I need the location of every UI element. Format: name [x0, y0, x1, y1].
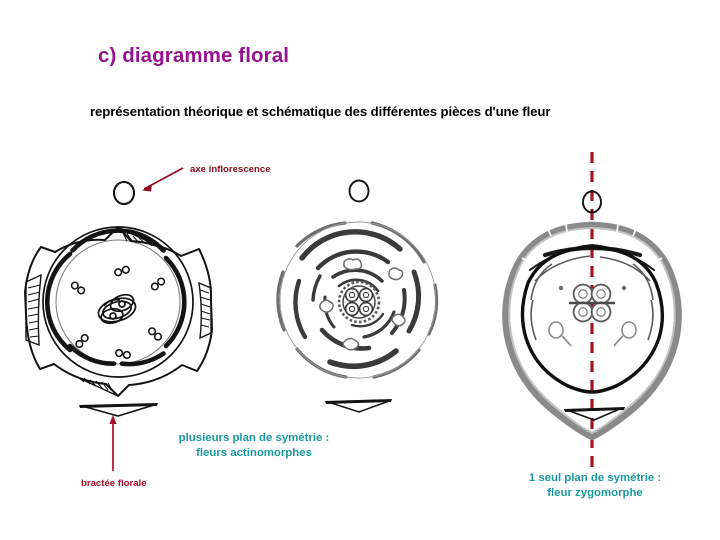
sepal-outline — [24, 226, 213, 397]
caption-zygomorphe: 1 seul plan de symétrie : fleur zygomorp… — [497, 471, 693, 501]
petal-arcs — [530, 255, 654, 341]
caption-actinomorphe-line2: fleurs actinomorphes — [196, 447, 312, 459]
axe-marker-circle — [348, 179, 370, 203]
sepal-hatching-top — [117, 226, 167, 251]
outer-rim-circle — [279, 221, 437, 379]
outer-rim-arcs — [276, 221, 439, 379]
arrow-icon — [142, 167, 184, 192]
annotation-bractee-florale: bractée florale — [81, 478, 147, 489]
page-subtitle: représentation théorique et schématique … — [90, 104, 551, 119]
outer-outline-highlight — [508, 226, 676, 435]
sepal-hatching-right — [198, 281, 212, 340]
bract — [79, 403, 158, 417]
caption-zygomorphe-line1: 1 seul plan de symétrie : — [528, 472, 662, 484]
ovary — [337, 280, 381, 324]
ovary — [569, 283, 615, 323]
sepal-hatching-bottom — [69, 373, 119, 397]
stamens — [548, 285, 637, 347]
diagram-zygomorphe — [502, 190, 682, 441]
spiral-petals — [293, 229, 422, 370]
caption-zygomorphe-line2: fleur zygomorphe — [547, 487, 643, 499]
annotation-axe-inflorescence: axe inflorescence — [190, 164, 271, 175]
axe-marker-circle — [112, 180, 136, 206]
diagram-actinomorphe-spiral — [276, 179, 439, 413]
bract — [564, 407, 625, 421]
caption-actinomorphe-line1: plusieurs plan de symétrie : — [178, 432, 330, 444]
diagram-actinomorphe-detailed — [24, 180, 213, 417]
bract — [325, 399, 392, 413]
axe-marker-circle — [582, 190, 602, 214]
outer-outline — [502, 221, 682, 441]
corolla-circle — [42, 226, 194, 378]
ovary — [97, 293, 137, 325]
caption-actinomorphe: plusieurs plan de symétrie : fleurs acti… — [152, 431, 356, 461]
corolla-outline — [520, 245, 665, 394]
sepal-hatching-left — [25, 273, 42, 347]
rim-banding — [510, 223, 674, 321]
calyx-arcs — [529, 243, 655, 271]
page-title: c) diagramme floral — [98, 44, 290, 67]
stamens — [319, 258, 406, 351]
petal-arcs — [45, 228, 187, 367]
corolla-inner-circle — [55, 239, 181, 365]
stamens — [70, 265, 166, 360]
arrow-up-icon — [109, 415, 117, 471]
